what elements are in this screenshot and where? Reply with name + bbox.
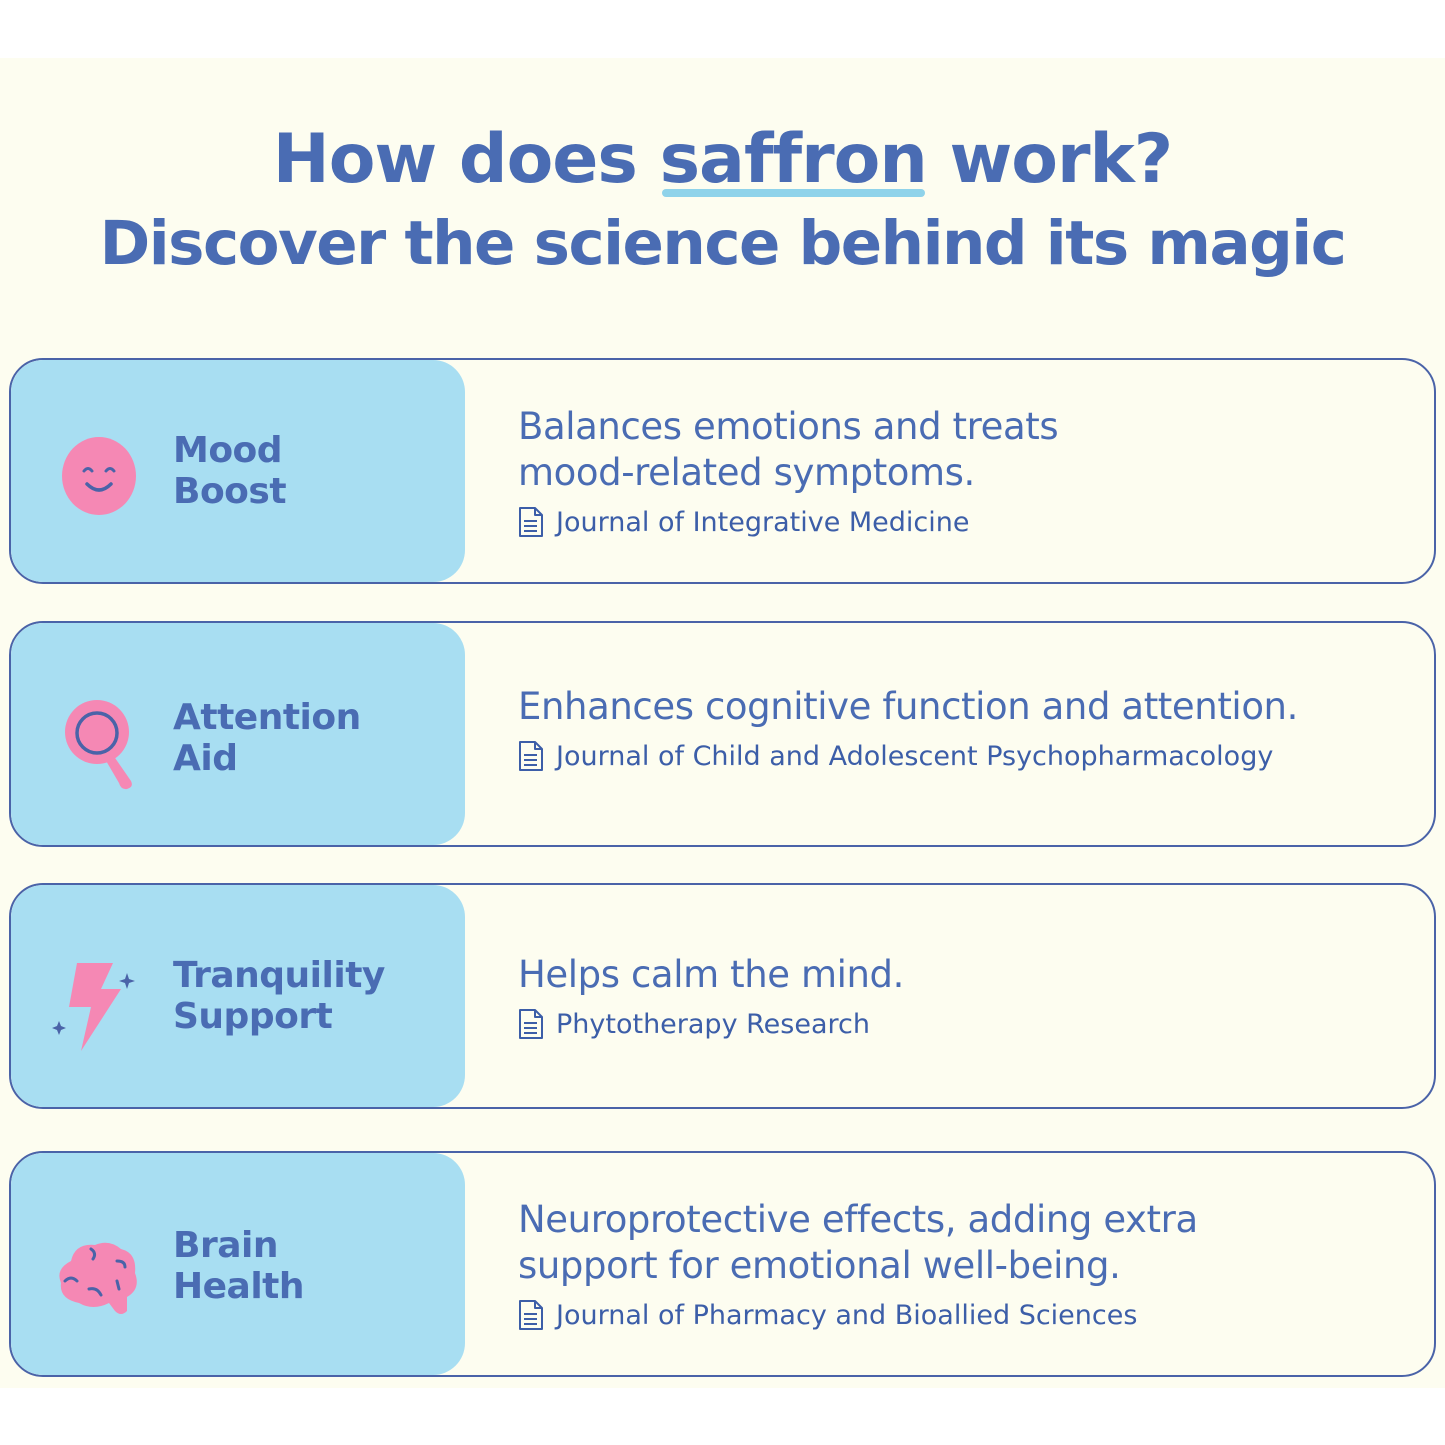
benefit-title: Mood Boost bbox=[173, 430, 287, 512]
headline-line-2: Discover the science behind its magic bbox=[99, 208, 1347, 279]
benefit-label-panel: Attention Aid bbox=[11, 623, 465, 845]
document-icon bbox=[519, 507, 543, 537]
headline-highlight-saffron: saffron bbox=[659, 120, 928, 199]
page-background: How does saffron work? Discover the scie… bbox=[0, 58, 1445, 1388]
benefit-description: Helps calm the mind. bbox=[518, 953, 904, 996]
benefit-source-text: Journal of Integrative Medicine bbox=[556, 506, 970, 538]
benefit-card-attention-aid: Attention Aid Enhances cognitive functio… bbox=[9, 621, 1436, 847]
benefit-title: Attention Aid bbox=[173, 697, 361, 779]
document-icon bbox=[519, 1300, 543, 1330]
benefit-details: Neuroprotective effects, adding extra su… bbox=[518, 1197, 1418, 1331]
benefit-label-panel: Mood Boost bbox=[11, 360, 465, 582]
benefit-details: Balances emotions and treats mood-relate… bbox=[518, 404, 1418, 538]
benefit-description: Enhances cognitive function and attentio… bbox=[518, 685, 1298, 728]
benefit-label-panel: Tranquility Support bbox=[11, 885, 465, 1107]
lightning-bolt-icon bbox=[52, 963, 135, 1051]
benefit-title: Tranquility Support bbox=[173, 955, 385, 1037]
magnifying-glass-icon bbox=[65, 700, 132, 790]
headline-after: work? bbox=[949, 120, 1173, 199]
benefit-source: Phytotherapy Research bbox=[518, 1008, 1418, 1040]
headline-line-1: How does saffron work? bbox=[0, 120, 1445, 199]
benefit-description: Balances emotions and treats mood-relate… bbox=[518, 405, 1059, 494]
headline-before: How does bbox=[272, 120, 638, 199]
benefit-card-tranquility-support: Tranquility Support Helps calm the mind.… bbox=[9, 883, 1436, 1109]
smiley-face-icon bbox=[62, 437, 136, 515]
document-icon bbox=[519, 741, 543, 771]
benefit-source-text: Journal of Child and Adolescent Psychoph… bbox=[556, 740, 1274, 772]
benefit-details: Enhances cognitive function and attentio… bbox=[518, 684, 1418, 772]
benefit-description: Neuroprotective effects, adding extra su… bbox=[518, 1198, 1198, 1287]
benefit-card-brain-health: Brain Health Neuroprotective effects, ad… bbox=[9, 1151, 1436, 1377]
benefit-source: Journal of Pharmacy and Bioallied Scienc… bbox=[518, 1299, 1418, 1331]
benefit-card-mood-boost: Mood Boost Balances emotions and treats … bbox=[9, 358, 1436, 584]
benefit-details: Helps calm the mind. Phytotherapy Resear… bbox=[518, 952, 1418, 1040]
benefit-source-text: Journal of Pharmacy and Bioallied Scienc… bbox=[556, 1299, 1138, 1331]
benefit-source: Journal of Integrative Medicine bbox=[518, 506, 1418, 538]
benefit-source-text: Phytotherapy Research bbox=[556, 1008, 870, 1040]
benefit-source: Journal of Child and Adolescent Psychoph… bbox=[518, 740, 1418, 772]
document-icon bbox=[519, 1009, 543, 1039]
benefit-label-panel: Brain Health bbox=[11, 1153, 465, 1375]
brain-icon bbox=[59, 1242, 137, 1314]
benefit-title: Brain Health bbox=[173, 1225, 305, 1307]
